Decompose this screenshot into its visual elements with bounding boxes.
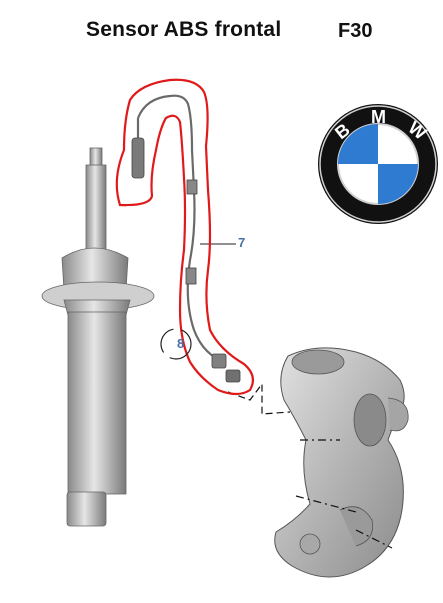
bmw-logo: B M W xyxy=(318,104,438,224)
abs-sensor-wire xyxy=(131,94,241,383)
callout-circle-8 xyxy=(160,328,192,360)
callout-label-8: 8 xyxy=(177,336,185,351)
wheel-knuckle xyxy=(274,347,409,578)
shock-absorber xyxy=(41,147,155,527)
model-label: F30 xyxy=(338,20,373,42)
page-title: Sensor ABS frontal xyxy=(86,18,282,41)
callout-label-7: 7 xyxy=(238,235,246,250)
leader-lines xyxy=(200,243,291,415)
logo-letter-m: M xyxy=(371,107,386,127)
highlight-outline xyxy=(115,78,255,396)
